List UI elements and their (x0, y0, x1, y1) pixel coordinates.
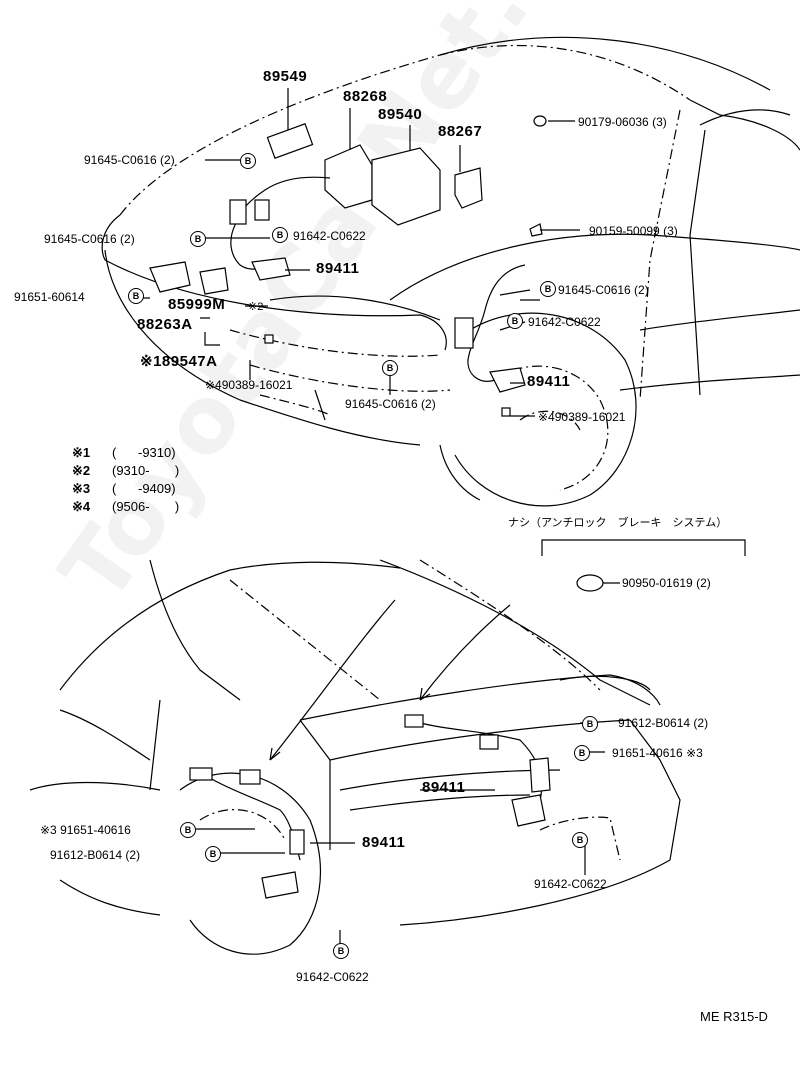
label-90179-06036: 90179-06036 (3) (578, 115, 667, 129)
label-88268: 88268 (343, 88, 388, 105)
label-91651-40616-b: ※3 91651-40616 (40, 823, 131, 837)
bolt-mark: B (382, 360, 398, 376)
harness-rear-left (209, 777, 301, 861)
note-bracket (541, 539, 746, 556)
bolt-mark: B (572, 832, 588, 848)
rear-roof (59, 561, 401, 691)
label-91645-C0616-a: 91645-C0616 (2) (84, 153, 175, 167)
label-89549: 89549 (263, 68, 308, 85)
variant-legend: ※1( -9310) ※2(9310- ) ※3( -9409) ※4(9506… (72, 444, 179, 516)
label-91645-C0616-d: 91645-C0616 (2) (558, 283, 649, 297)
bracket-88268 (324, 144, 373, 209)
label-89411-rear-right: 89411 (422, 779, 466, 796)
label-91651-60614: 91651-60614 (14, 290, 85, 304)
label-91612-B0614-a: 91612-B0614 (2) (618, 716, 709, 730)
label-89411-front-right: 89411 (527, 373, 571, 390)
bolt-mark: B (240, 153, 256, 169)
label-89547A: ※189547A (140, 353, 218, 370)
ecu-89540 (371, 147, 441, 226)
spoiler (559, 675, 651, 691)
label-91651-40616-a: 91651-40616 ※3 (612, 746, 703, 760)
relay-88263A (149, 261, 191, 293)
label-85999M: 85999M (168, 296, 226, 313)
sensor-89411-rear-right (511, 794, 546, 827)
label-89411-rear-left: 89411 (362, 834, 406, 851)
bolt-mark: B (128, 288, 144, 304)
arrow-left (269, 599, 396, 761)
bolt-mark: B (540, 281, 556, 297)
legend-row: ※2(9310- ) (72, 463, 180, 478)
harness-front-left (230, 176, 331, 270)
legend-row: ※3( -9409) (72, 481, 176, 496)
bracket-88267 (454, 167, 483, 209)
legend-row: ※4(9506- ) (72, 499, 180, 514)
label-91642-C0622-d: 91642-C0622 (296, 970, 369, 984)
bolt-mark: B (205, 846, 221, 862)
label-89411-front-left: 89411 (316, 260, 360, 277)
bolt-90159 (529, 223, 543, 237)
label-note-2: ※2 (248, 301, 264, 313)
bolt-mark: B (574, 745, 590, 761)
label-91642-C0622-a: 91642-C0622 (293, 229, 366, 243)
sensor-89411-rear-left (261, 871, 299, 899)
bolt-mark: B (333, 943, 349, 959)
label-91645-C0616-c: 91645-C0616 (2) (345, 397, 436, 411)
hood-line (119, 44, 691, 216)
label-90159-50099: 90159-50099 (3) (589, 224, 678, 238)
label-91642-C0622-c: 91642-C0622 (534, 877, 607, 891)
label-90950-01619: 90950-01619 (2) (622, 576, 711, 590)
bracket-89549 (266, 123, 314, 159)
bolt-mark: B (507, 313, 523, 329)
roof-line (439, 36, 771, 91)
bolt-mark: B (180, 822, 196, 838)
arrow-right (419, 604, 511, 701)
diagram-code: ME R315-D (700, 1009, 768, 1024)
nut-90179 (533, 115, 547, 127)
label-91612-B0614-b: 91612-B0614 (2) (50, 848, 141, 862)
label-88267: 88267 (438, 123, 483, 140)
sensor-89411-front-left (251, 257, 291, 281)
sensor-89411-front-right (489, 367, 526, 393)
bolt-mark: B (272, 227, 288, 243)
label-89540: 89540 (378, 106, 423, 123)
label-88263A: 88263A (137, 316, 193, 333)
legend-row: ※1( -9310) (72, 445, 176, 460)
label-90389-16021-a: ※490389-16021 (205, 378, 293, 392)
harness-front-right (467, 264, 526, 382)
bolt-mark: B (582, 716, 598, 732)
sensor-clip (229, 199, 247, 225)
label-91642-C0622-b: 91642-C0622 (528, 315, 601, 329)
label-no-abs-note: ナシ（アンチロック ブレーキ システム） (508, 516, 728, 529)
plug-90950 (576, 574, 604, 592)
bolt-mark: B (190, 231, 206, 247)
label-91645-C0616-b: 91645-C0616 (2) (44, 232, 135, 246)
label-90389-16021-b: ※490389-16021 (538, 410, 626, 424)
clip-right (454, 317, 474, 349)
